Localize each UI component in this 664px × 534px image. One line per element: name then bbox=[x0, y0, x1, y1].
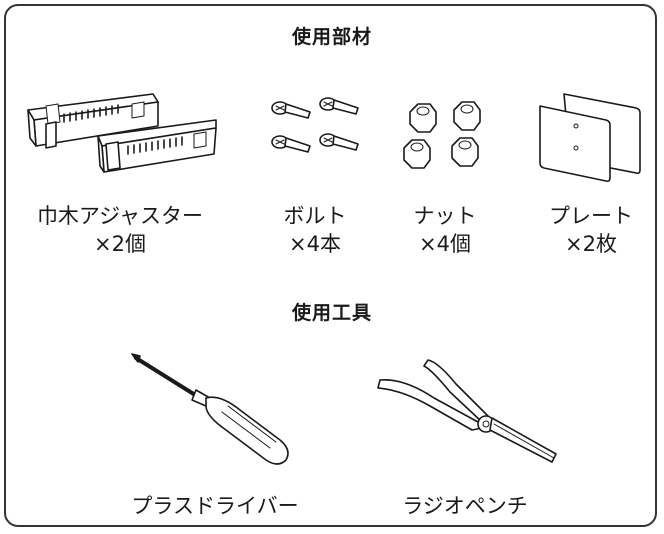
plate-icon bbox=[539, 93, 641, 182]
part-name: ボルト bbox=[283, 204, 347, 228]
part-qty: ×4個 bbox=[419, 232, 471, 256]
tool-label-screwdriver: プラスドライバー bbox=[100, 492, 330, 520]
part-label-bolt: ボルト ×4本 bbox=[255, 202, 375, 258]
baseboard-adjuster-icon bbox=[27, 93, 217, 173]
content-frame bbox=[4, 4, 657, 527]
nut-icon bbox=[403, 101, 481, 169]
parts-section-title: 使用部材 bbox=[291, 26, 372, 48]
part-label-nut: ナット ×4個 bbox=[390, 202, 500, 258]
tools-section-title: 使用工具 bbox=[291, 302, 372, 324]
part-label-baseboard-adjuster: 巾木アジャスター ×2個 bbox=[20, 202, 220, 258]
part-name: プレート bbox=[549, 204, 633, 228]
bolt-icon bbox=[271, 97, 359, 153]
tool-name: プラスドライバー bbox=[131, 494, 299, 518]
tool-label-pliers: ラジオペンチ bbox=[380, 492, 550, 520]
part-qty: ×2個 bbox=[94, 232, 146, 256]
pliers-icon bbox=[377, 359, 557, 463]
part-name: ナット bbox=[413, 204, 477, 228]
part-qty: ×2枚 bbox=[565, 232, 617, 256]
part-qty: ×4本 bbox=[289, 232, 341, 256]
part-label-plate: プレート ×2枚 bbox=[528, 202, 654, 258]
part-name: 巾木アジャスター bbox=[36, 204, 204, 228]
tool-name: ラジオペンチ bbox=[402, 494, 528, 518]
screwdriver-icon bbox=[131, 353, 289, 465]
